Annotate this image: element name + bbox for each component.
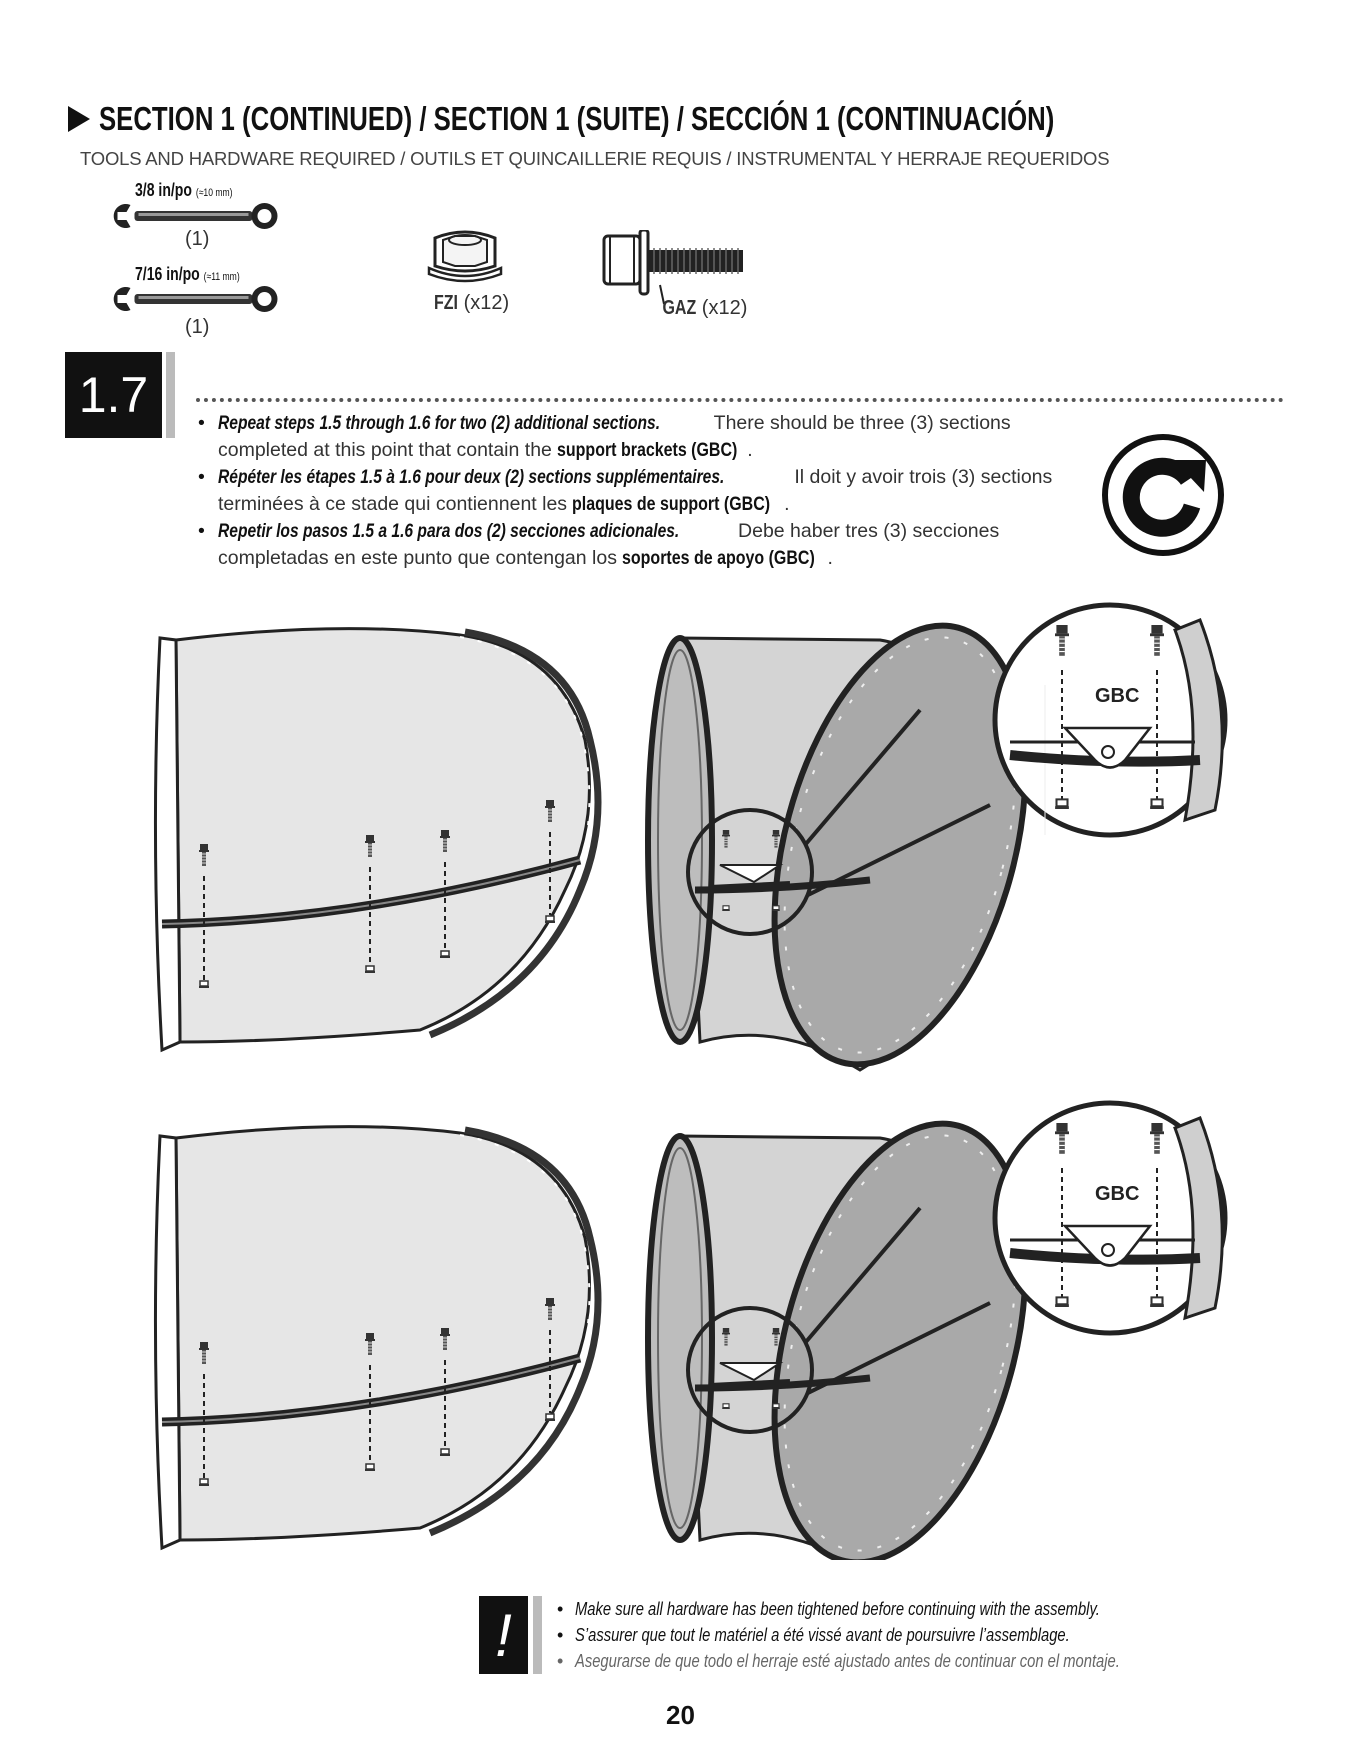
flange-nut-icon	[427, 230, 503, 283]
bolt-icon	[365, 1333, 375, 1471]
diagram-row: GBC	[153, 1100, 1228, 1560]
tool-wrench-2: 7/16 in/po (≈11 mm)	[135, 264, 240, 284]
bolt-icon	[365, 835, 375, 973]
tube-section-side	[153, 1125, 602, 1551]
tool-qty: (1)	[185, 228, 210, 250]
play-arrow-icon	[68, 106, 90, 132]
bolt-icon	[545, 800, 555, 923]
page-number: 20	[666, 1700, 695, 1730]
wrench-icon	[110, 284, 285, 314]
exclamation-icon: !	[479, 1596, 528, 1674]
wrench-icon	[110, 201, 285, 231]
step-accent-bar	[166, 352, 175, 438]
flange-bolt-icon	[602, 230, 743, 305]
warning-en: Make sure all hardware has been tightene…	[555, 1596, 1239, 1622]
instruction-es: Repetir los pasos 1.5 a 1.6 para dos (2)…	[196, 518, 1096, 572]
instruction-en: Repeat steps 1.5 through 1.6 for two (2)…	[196, 410, 1096, 464]
warning-accent-bar	[533, 1596, 542, 1674]
step-number-badge: 1.7	[65, 352, 162, 438]
detail-magnifier: GBC	[992, 602, 1228, 838]
hardware-gaz-label: GAZ (x12)	[662, 297, 748, 319]
detail-magnifier: GBC	[992, 1100, 1228, 1336]
gbc-label: GBC	[1095, 685, 1139, 707]
tool-qty: (1)	[185, 316, 210, 338]
tool-wrench-1: 3/8 in/po (≈10 mm)	[135, 180, 233, 200]
bolt-icon	[440, 830, 450, 958]
assembly-diagrams: GBC	[153, 602, 1228, 1560]
instruction-fr: Répéter les étapes 1.5 à 1.6 pour deux (…	[196, 464, 1096, 518]
tools-hardware-subtitle: TOOLS AND HARDWARE REQUIRED / OUTILS ET …	[80, 148, 1110, 169]
step-instructions: Repeat steps 1.5 through 1.6 for two (2)…	[196, 410, 1096, 572]
tube-section-angled: GBC	[645, 602, 1228, 1072]
section-title: SECTION 1 (CONTINUED) / SECTION 1 (SUITE…	[68, 100, 1324, 138]
warning-es: Asegurarse de que todo el herraje esté a…	[555, 1648, 1239, 1674]
tube-section-side	[153, 627, 602, 1053]
bolt-icon	[545, 1298, 555, 1421]
bolt-icon	[440, 1328, 450, 1456]
hardware-fzi-label: FZI (x12)	[434, 292, 510, 314]
diagram-row: GBC	[153, 602, 1228, 1072]
gbc-label: GBC	[1095, 1183, 1139, 1205]
repeat-arrow-icon	[1102, 434, 1224, 556]
tube-section-angled: GBC	[645, 1100, 1228, 1560]
warning-notes: Make sure all hardware has been tightene…	[555, 1596, 1239, 1674]
dotted-divider	[196, 398, 1284, 402]
warning-fr: S’assurer que tout le matériel a été vis…	[555, 1622, 1239, 1648]
